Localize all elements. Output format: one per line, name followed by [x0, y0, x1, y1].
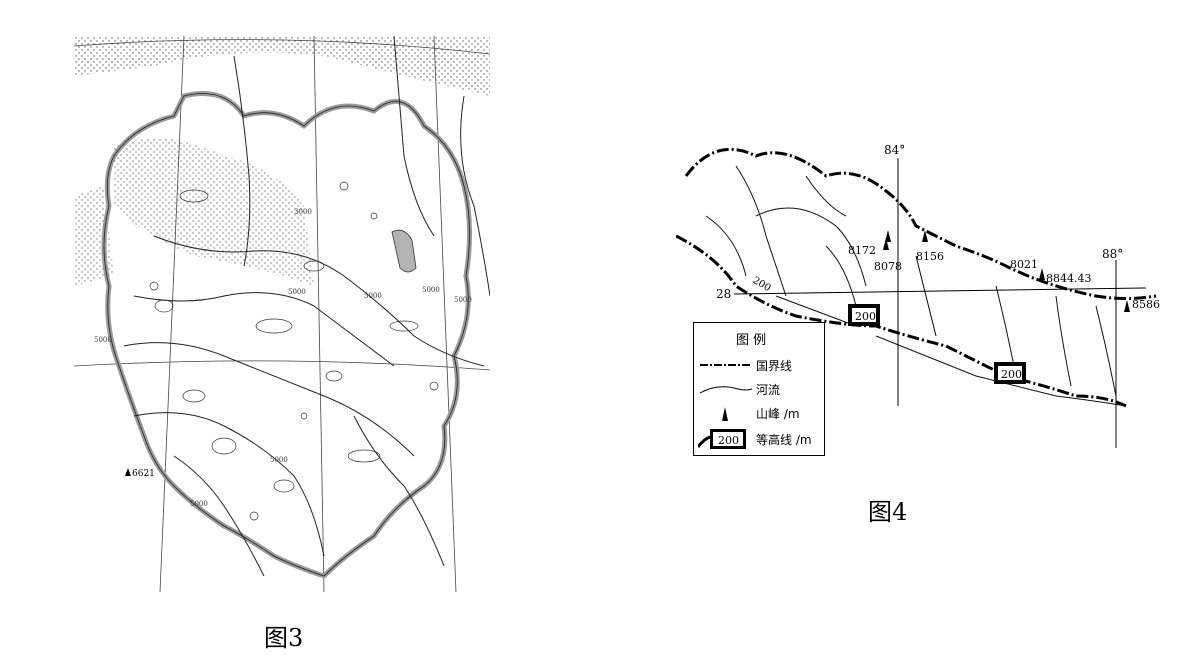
contour-line-icon: 200: [698, 429, 746, 449]
meridian-label: 88°: [1102, 247, 1123, 261]
contour-label-tilted: 200: [751, 275, 773, 294]
dotted-basin: [114, 138, 314, 286]
contour-label: 5000: [288, 288, 306, 296]
peak-triangle-icon: [1039, 268, 1045, 280]
legend-item-border: 国界线: [694, 353, 826, 377]
peak-triangle-icon: [1124, 300, 1130, 312]
peak-triangle-icon: [883, 238, 889, 250]
peak-label: 6621: [132, 469, 155, 479]
figure-3-map: 3000 5000 5000 5000 5000 5000 5000 5000 …: [74, 36, 490, 592]
peak-label: 8844.43: [1046, 272, 1092, 285]
svg-text:200: 200: [718, 434, 739, 447]
peak-label: 8586: [1132, 298, 1160, 311]
contours: [149, 181, 439, 521]
contour-label-box: 200: [848, 304, 880, 326]
rivers: [123, 36, 490, 577]
legend-item-river: 河流: [694, 377, 826, 401]
svg-text:200: 200: [855, 310, 876, 323]
border-line-icon: [700, 364, 752, 366]
map-legend: 图 例 国界线 河流 山峰 /m 200 等高线 /m: [693, 322, 825, 456]
peak-triangle-icon: [922, 230, 928, 242]
parallel-28: [733, 287, 1147, 295]
contour-label: 5000: [270, 456, 288, 464]
peak-label: 8156: [916, 250, 944, 263]
peak-triangle-icon: [722, 407, 728, 421]
legend-label: 等高线 /m: [756, 433, 812, 447]
contour-label: 5000: [422, 286, 440, 294]
parallel-label: 28: [716, 287, 731, 301]
peak-triangle-icon: [125, 468, 131, 476]
contour-label: 5000: [454, 296, 472, 304]
river-line-icon: [699, 386, 753, 394]
contour-label: 5000: [364, 292, 382, 300]
peak-label: 8021: [1010, 258, 1038, 271]
peak-label: 8078: [874, 260, 902, 273]
contour-label: 5000: [190, 500, 208, 508]
national-border-south: [676, 234, 1127, 408]
legend-label: 山峰 /m: [756, 407, 800, 421]
figure-3-caption: 图3: [264, 624, 304, 652]
meridian-label: 84°: [884, 143, 905, 157]
contour-label: 3000: [294, 208, 312, 216]
legend-item-peak: 山峰 /m: [694, 401, 826, 425]
dotted-lowland-north: [74, 36, 490, 96]
legend-label: 河流: [756, 383, 781, 397]
legend-item-contour: 200 等高线 /m: [694, 427, 826, 451]
rivers: [705, 165, 1127, 407]
peak-triangle-icon: [885, 230, 891, 242]
peak-label: 8172: [848, 244, 876, 257]
legend-title: 图 例: [736, 333, 767, 348]
lake: [391, 229, 417, 273]
contour-label: 5000: [94, 336, 112, 344]
svg-text:200: 200: [1001, 368, 1022, 381]
figure-4-caption: 图4: [868, 498, 908, 526]
legend-label: 国界线: [756, 359, 793, 373]
graticule: [74, 36, 490, 592]
national-border: [684, 147, 1157, 300]
contour-label-box: 200: [994, 362, 1026, 384]
figure-4-map: 84° 88° 28 200 200 200 8172 8078 8156 80…: [676, 143, 1160, 448]
